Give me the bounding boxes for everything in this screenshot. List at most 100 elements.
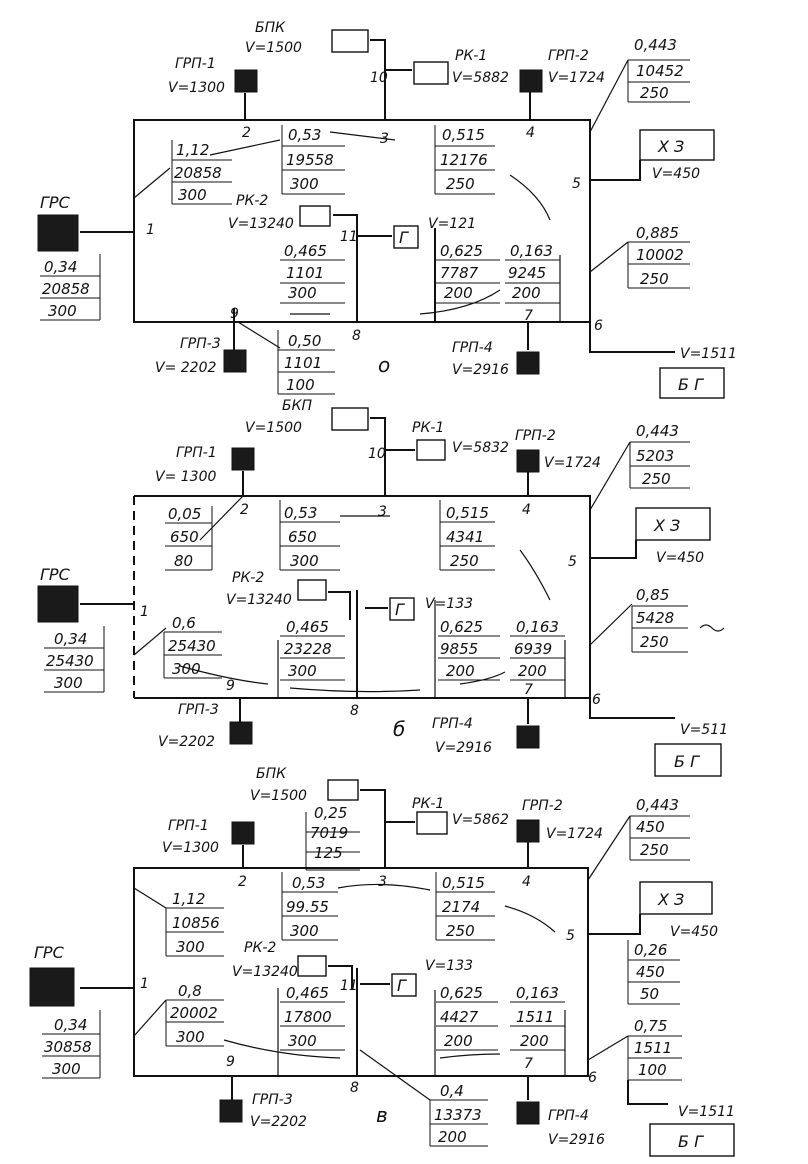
node-number: 9 (230, 306, 239, 322)
pipe-diameter: 0,625 (440, 242, 483, 260)
pipe-frame (627, 1035, 682, 1081)
pipe-frame (280, 1001, 345, 1051)
pipe-length: 200 (444, 284, 473, 302)
panel-letter: о (378, 353, 390, 377)
pipe-flow: 4341 (446, 528, 484, 546)
source-flow: 30858 (44, 1038, 92, 1056)
bpk-name: БПК (255, 20, 286, 36)
pipe-flow: 5203 (636, 447, 674, 465)
pipe-diameter: 0,163 (516, 984, 559, 1002)
pipe-length: 300 (290, 552, 319, 570)
rk1-volume: V=5882 (452, 70, 509, 86)
rk2-name: РК-2 (244, 940, 276, 956)
grp4-square-icon (516, 351, 540, 375)
grp4-volume: V=2916 (548, 1132, 605, 1148)
pipe-length: 100 (286, 376, 315, 394)
rk2-volume: V=13240 (228, 216, 294, 232)
pipe-frame (281, 872, 338, 941)
pipe-frame (436, 1001, 498, 1051)
node-number: 2 (238, 874, 247, 890)
pipe-flow: 10856 (172, 914, 220, 932)
rk2-box (299, 205, 331, 227)
panel-v: ГРС 0,34 30858 300 ГРП-1 V=1300 БПК V=15… (29, 766, 735, 1157)
node-number: 2 (240, 502, 249, 518)
pipe-length: 250 (450, 552, 479, 570)
rk1-name: РК-1 (412, 420, 444, 436)
pipe-diameter: 0,885 (636, 224, 679, 242)
grs-label: ГРС (34, 943, 65, 962)
pipe-length: 50 (640, 985, 659, 1003)
pipe-flow: 12176 (440, 151, 488, 169)
node-number: 4 (526, 125, 535, 141)
pipe-length: 300 (288, 1032, 317, 1050)
source-diameter: 0,34 (44, 258, 77, 276)
bg-name: Б Г (678, 1132, 704, 1151)
xz-name: Х З (657, 890, 684, 909)
grp1-square-icon (234, 69, 258, 93)
xz-volume: V=450 (656, 550, 704, 566)
pipe-length: 200 (520, 1032, 549, 1050)
bg-volume: V=1511 (680, 346, 737, 362)
pipe-length: 300 (172, 660, 201, 678)
xz-name: Х З (653, 516, 680, 535)
pipe-diameter: 0,50 (288, 332, 321, 350)
pipe-length: 200 (512, 284, 541, 302)
pipe-flow: 650 (170, 528, 199, 546)
flow-arrow (519, 549, 551, 601)
grp3-name: ГРП-3 (252, 1092, 293, 1108)
bpk-box (327, 779, 359, 801)
pipe-flow: 1511 (516, 1008, 554, 1026)
node-number: 1 (140, 604, 149, 620)
pipe-frame (505, 259, 560, 304)
g-name: Г (399, 228, 409, 247)
node-number: 8 (352, 328, 361, 344)
ring-pipe (133, 867, 589, 1077)
pipe-frame (629, 815, 690, 861)
xz-box (639, 881, 713, 915)
node-number: 11 (340, 978, 358, 994)
grp1-square-icon (231, 447, 255, 471)
source-flow: 25430 (46, 652, 94, 670)
rk1-name: РК-1 (412, 796, 444, 812)
pipe-diameter: 1,12 (176, 141, 209, 159)
pipe-flow: 20858 (174, 164, 222, 182)
pipe-leader (589, 59, 629, 133)
pipe-length: 300 (176, 938, 205, 956)
pipe-length: 200 (446, 662, 475, 680)
rk2-volume: V=13240 (232, 964, 298, 980)
node-number: 6 (588, 1070, 597, 1086)
grp2-square-icon (516, 449, 540, 473)
node-number: 3 (378, 504, 387, 520)
pipe-diameter: 0,53 (284, 504, 317, 522)
source-label-frame (44, 626, 105, 693)
grp1-name: ГРП-1 (168, 818, 209, 834)
pipe-flow: 1511 (634, 1039, 672, 1057)
bpk-box (331, 407, 369, 431)
pipe-diameter: 0,443 (636, 422, 679, 440)
rk1-box (416, 439, 446, 461)
grp1-volume: V= 1300 (155, 469, 216, 485)
rk2-box (297, 579, 327, 601)
bpk-box (331, 29, 369, 53)
panel-letter: б (393, 717, 405, 741)
tilde-mark (699, 624, 725, 632)
node-number: 3 (378, 874, 387, 890)
pipe-diameter: 0,6 (172, 614, 196, 632)
grp3-volume: V=2202 (158, 734, 215, 750)
pipe-leader (133, 999, 167, 1037)
pipe-flow: 450 (636, 818, 665, 836)
pipe-frame (171, 140, 232, 205)
bpk-volume: V=1500 (245, 420, 302, 436)
node-number: 10 (370, 70, 388, 86)
node-number: 5 (572, 176, 581, 192)
pipe-length: 300 (176, 1028, 205, 1046)
pipe-flow: 23228 (284, 640, 332, 658)
bg-name: Б Г (674, 752, 700, 771)
panel-b: ГРС 0,34 25430 300 ГРП-1 V= 1300 БКП V=1… (37, 398, 728, 777)
grp2-square-icon (519, 69, 543, 93)
node-number: 4 (522, 874, 531, 890)
bg-branch (589, 322, 675, 353)
xz-volume: V=450 (652, 166, 700, 182)
xz-volume: V=450 (670, 924, 718, 940)
grp2-name: ГРП-2 (515, 428, 556, 444)
